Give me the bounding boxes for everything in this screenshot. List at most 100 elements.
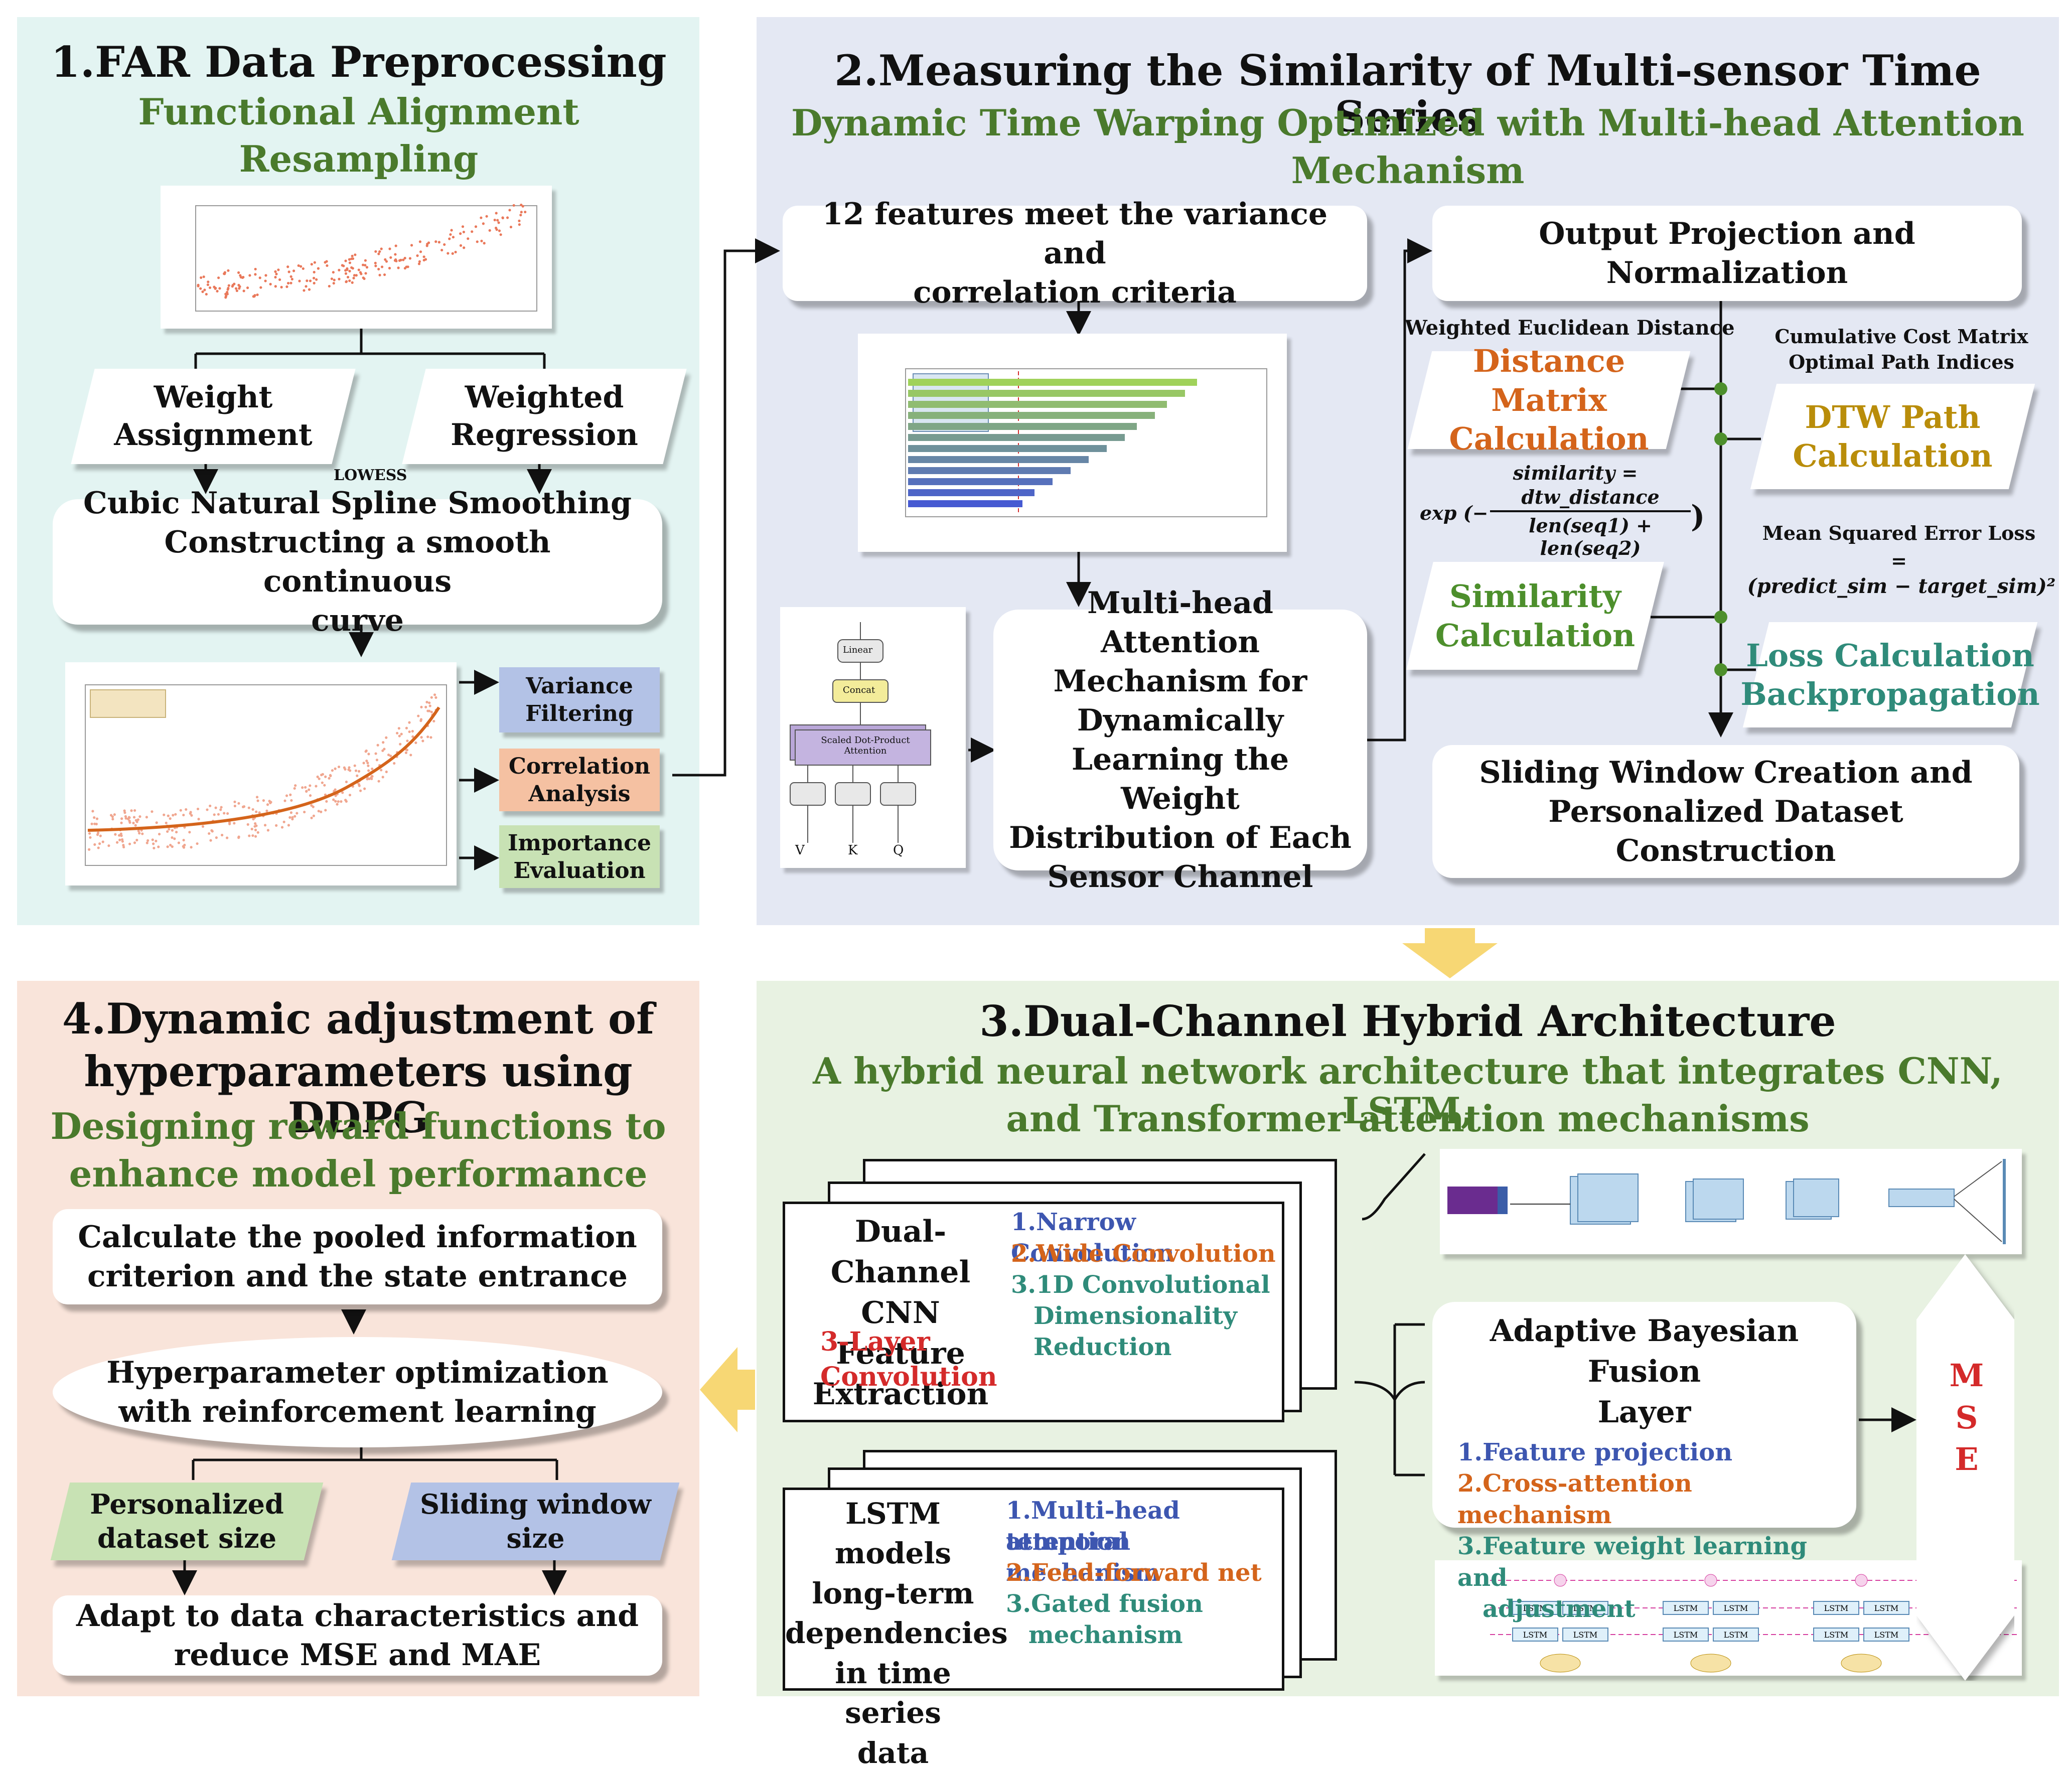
scatter-dot [480, 239, 483, 242]
scatter-dot [166, 830, 169, 833]
scatter-dot [459, 244, 463, 247]
scatter-dot [374, 261, 377, 264]
formula-exp: exp (− [1420, 502, 1489, 524]
scatter-dot [259, 286, 262, 289]
lstm-cell [1512, 1601, 1558, 1615]
mse-letter-s: S [1955, 1399, 1978, 1436]
cnn-item-1d: 3.1D Convolutional [1011, 1271, 1270, 1299]
scatter-dot [97, 846, 100, 849]
scatter-dot [280, 826, 284, 829]
scatter-dot [417, 714, 420, 717]
scatter-dot [109, 814, 113, 817]
scatter-dot [130, 809, 133, 812]
scatter-dot [318, 777, 321, 780]
lstm-cell-label: LSTM [1874, 1630, 1899, 1640]
lstm-doc-title: LSTM models long-term dependencies in ti… [785, 1497, 1008, 1770]
lstm-cell-label: LSTM [1724, 1630, 1748, 1640]
scatter-dot [237, 271, 240, 274]
fusion-item-weight-learning: 3.Feature weight learning and [1457, 1532, 1808, 1592]
scatter-dot [136, 818, 139, 821]
scatter-dot [461, 225, 465, 228]
scatter-dot [134, 824, 137, 827]
window-size-label: Sliding window size [420, 1488, 651, 1554]
scatter-dot [425, 700, 428, 704]
scatter-dot [177, 841, 181, 844]
scatter-dot [508, 209, 511, 212]
scatter-dot [380, 247, 383, 250]
scatter-dot [424, 705, 427, 709]
scatter-dot [403, 267, 406, 270]
scatter-dot [287, 270, 290, 273]
scatter-dot [227, 284, 230, 287]
scatter-dot [224, 294, 228, 298]
scatter-dot [359, 271, 362, 274]
distance-matrix-box: Distance Matrix Calculation [1407, 343, 1691, 457]
scatter-dot [405, 726, 408, 729]
mse-letter-m: M [1949, 1357, 1984, 1394]
scatter-dot [411, 735, 414, 738]
scatter-dot [88, 832, 91, 835]
scatter-dot [275, 272, 278, 275]
scatter-dot [329, 774, 332, 777]
scatter-dot [351, 254, 354, 257]
scatter-dot [351, 267, 354, 270]
scatter-dot [301, 786, 304, 789]
scatter-dot [238, 287, 241, 290]
scatter-dot [351, 281, 354, 284]
lstm-input-node [1540, 1654, 1581, 1673]
scatter-dot [416, 254, 419, 257]
scatter-dot [298, 279, 301, 282]
scatter-dot [214, 806, 217, 809]
scatter-dot [99, 834, 102, 837]
scatter-dot [462, 230, 466, 234]
scatter-dot [93, 822, 96, 825]
scatter-dot [381, 749, 384, 752]
scatter-dot [450, 229, 453, 232]
scatter-dot [420, 705, 423, 708]
scatter-dot [411, 729, 414, 733]
scatter-dot [285, 285, 288, 288]
scatter-dot [246, 823, 249, 826]
lstm-cell-label: LSTM [1523, 1630, 1548, 1640]
scatter-dot [424, 258, 427, 261]
scatter-dot [254, 828, 257, 831]
scatter-dot [226, 836, 229, 839]
scatter-dot [237, 802, 240, 805]
scatter-dot [346, 267, 349, 270]
scatter-dot [297, 264, 300, 267]
scatter-dot [434, 240, 437, 243]
scatter-dot [418, 240, 422, 243]
scatter-dot [200, 276, 203, 279]
scatter-dot [378, 250, 381, 253]
lstm-cell-label: LSTM [1674, 1603, 1698, 1613]
scatter-dot [338, 268, 341, 271]
scatter-dot [291, 818, 294, 821]
scatter-dot [246, 286, 249, 289]
panel4-title-line2: hyperparameters using DDPG [84, 1047, 633, 1143]
scatter-dot [274, 270, 277, 273]
scatter-dot [376, 744, 379, 747]
scatter-dot [345, 800, 348, 803]
scatter-dot [201, 825, 205, 828]
scatter-dot [389, 256, 392, 259]
scatter-dot [138, 832, 141, 835]
scatter-dot [231, 283, 234, 287]
scatter-dot [495, 212, 498, 215]
scatter-dot [120, 834, 123, 837]
scatter-dot [133, 809, 136, 812]
scatter-dot [398, 259, 401, 262]
scatter-dot [290, 799, 293, 802]
scatter-dot [266, 829, 270, 832]
scatter-dot [174, 813, 177, 816]
scatter-dot [498, 229, 501, 232]
scatter-dot [295, 812, 299, 815]
lstm-cell [1863, 1601, 1909, 1615]
scatter-dot [482, 222, 485, 225]
scatter-dot [509, 225, 513, 229]
scatter-dot [451, 252, 454, 255]
similarity-calculation-box: Similarity Calculation [1406, 562, 1664, 670]
scatter-dot [362, 276, 365, 279]
scatter-dot [313, 270, 316, 274]
scatter-dot [305, 285, 308, 288]
mse-loss-label: Mean Squared Error Loss [1762, 522, 2036, 544]
